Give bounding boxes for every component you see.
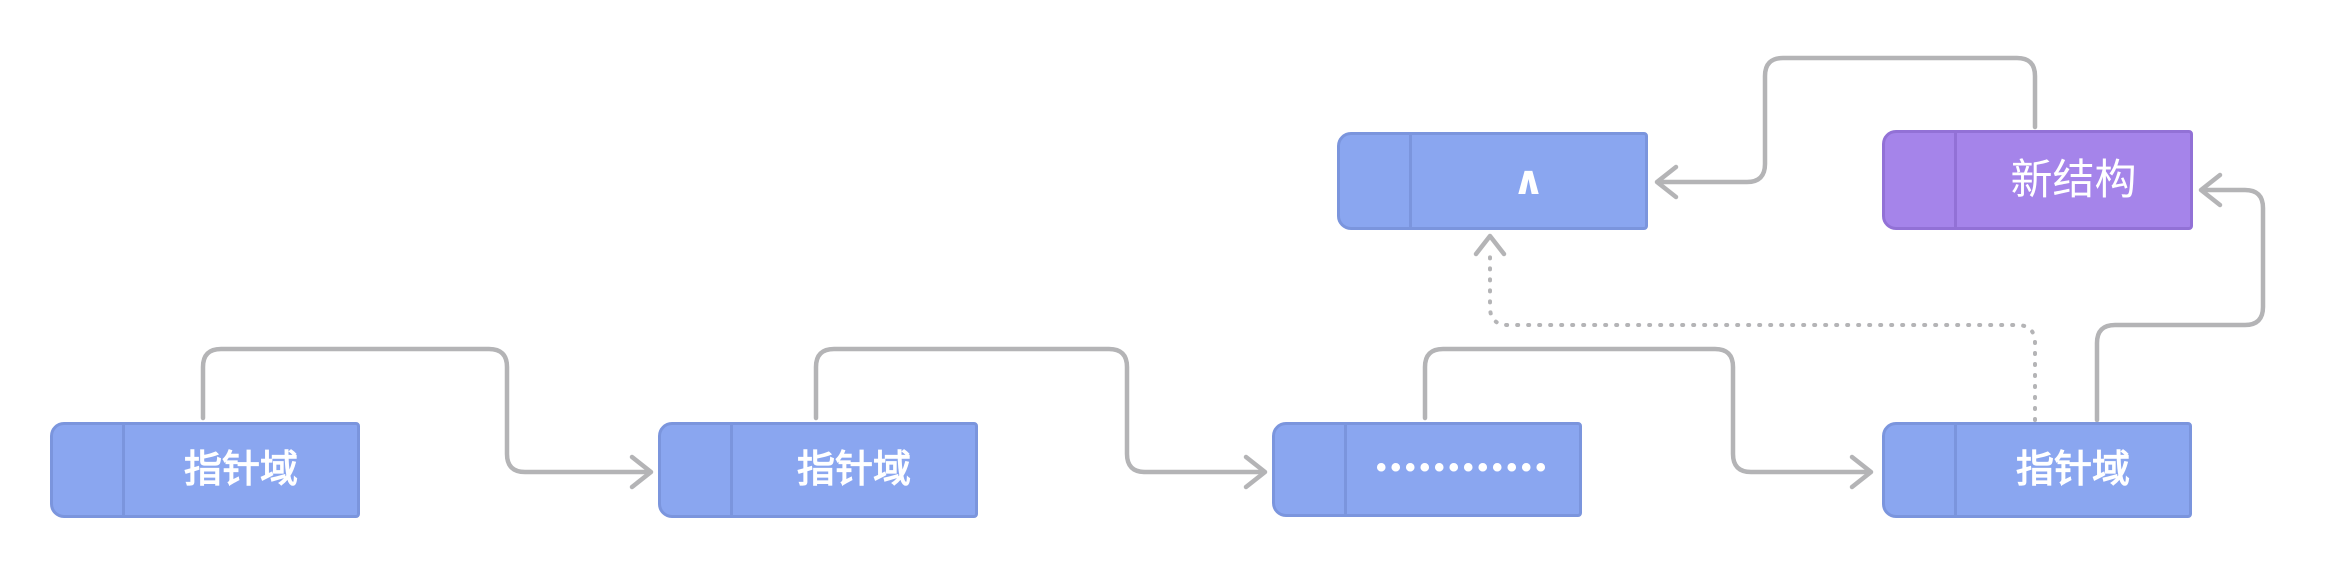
data-field-cell [1275,425,1347,514]
pointer-field-label: 指针域 [796,449,911,491]
list-node-1: 指针域 [50,422,360,518]
new-node-label: 新结构 [2010,156,2137,203]
new-node: 新结构 [1882,130,2193,230]
pointer-field-label: 指针域 [2015,449,2130,491]
data-field-cell [53,425,125,515]
arrowhead-node2-icon [629,454,654,490]
connector-node4-nullnode-dotted [1488,250,2037,422]
data-field-cell [661,425,733,515]
arrowhead-nullnode-dotted-icon [1473,233,1507,257]
data-field-cell [1885,425,1957,515]
arrowhead-newnode-icon [2198,172,2223,208]
connector-node3-node4 [1422,346,1869,475]
ellipsis-label: •••••••••••• [1375,450,1551,484]
ellipsis-node: •••••••••••• [1272,422,1582,517]
null-node: ∧ [1337,132,1648,230]
connector-node4-newnode [2094,187,2266,423]
connector-newnode-nullnode [1659,55,2038,185]
arrowhead-nullnode-icon [1654,164,1679,200]
connector-node2-node3 [813,346,1263,475]
pointer-field-label: 指针域 [183,449,298,491]
list-node-2: 指针域 [658,422,978,518]
data-field-cell [1885,133,1957,227]
null-label: ∧ [1512,159,1545,203]
arrowhead-node4-icon [1849,454,1874,490]
arrowhead-node3-icon [1243,454,1268,490]
list-node-4: 指针域 [1882,422,2192,518]
connector-node1-node2 [200,346,649,475]
data-field-cell [1340,135,1412,227]
